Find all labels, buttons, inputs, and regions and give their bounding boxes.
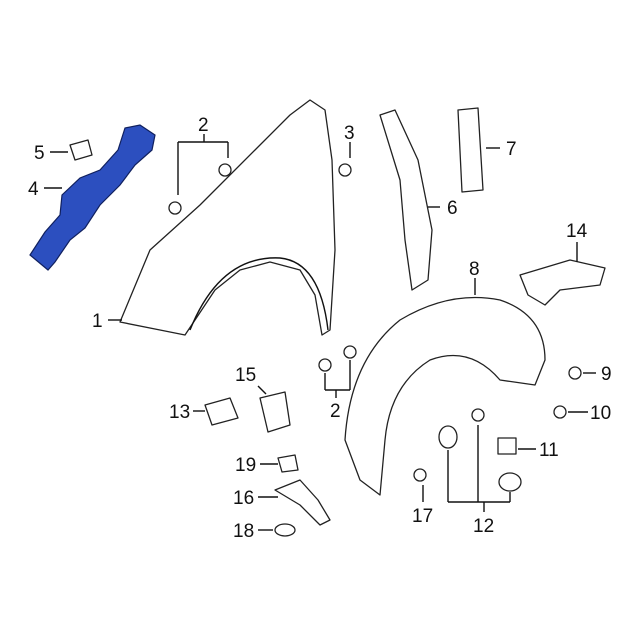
callout-11: 11 (539, 440, 559, 461)
callout-2: 2 (330, 401, 341, 422)
part-18-clip[interactable] (274, 523, 296, 537)
callout-9: 9 (601, 364, 612, 385)
part-8-wheelhouse-liner[interactable] (344, 296, 546, 496)
part-3-bolt[interactable] (338, 163, 352, 177)
part-1-fender[interactable] (119, 99, 336, 336)
fender-wheel-arch-line (189, 257, 329, 331)
part-17-screw[interactable] (413, 468, 427, 482)
part-14-shield[interactable] (519, 259, 606, 306)
callout-2: 2 (198, 115, 209, 136)
part-6-seal[interactable] (379, 109, 433, 291)
callout-12: 12 (473, 516, 494, 537)
part-10-clip[interactable] (553, 405, 567, 419)
callout-18: 18 (233, 521, 254, 542)
callout-5: 5 (34, 143, 45, 164)
leader-lines (44, 134, 596, 531)
callout-15: 15 (235, 365, 256, 386)
callout-8: 8 (469, 259, 480, 280)
part-9-clip[interactable] (568, 366, 582, 380)
callout-17: 17 (412, 506, 433, 527)
callout-7: 7 (506, 139, 517, 160)
part-11-nut[interactable] (497, 437, 517, 455)
callout-19: 19 (235, 455, 256, 476)
callout-1: 1 (92, 311, 103, 332)
callout-4: 4 (28, 179, 39, 200)
callout-10: 10 (590, 403, 611, 424)
part-12-plug[interactable] (498, 472, 522, 492)
part-7-pad[interactable] (457, 107, 484, 193)
callout-14: 14 (566, 221, 588, 242)
part-5-clip[interactable] (69, 139, 93, 161)
part-2-bolt[interactable] (218, 163, 232, 177)
part-19-clip[interactable] (277, 454, 299, 473)
part-16-bracket[interactable] (274, 479, 331, 526)
callout-13: 13 (169, 402, 190, 423)
part-12-clip[interactable] (471, 408, 485, 422)
part-12-plug[interactable] (438, 425, 458, 449)
callout-3: 3 (344, 123, 355, 144)
callout-16: 16 (233, 488, 254, 509)
part-2-bolt[interactable] (318, 358, 332, 372)
part-4-highlighted-bracket[interactable] (29, 124, 156, 271)
part-13-bracket[interactable] (204, 397, 239, 426)
callout-6: 6 (447, 198, 458, 219)
fasteners (168, 163, 582, 537)
part-2-bolt[interactable] (343, 345, 357, 359)
part-15-vent[interactable] (259, 391, 291, 433)
part-2-bolt[interactable] (168, 201, 182, 215)
